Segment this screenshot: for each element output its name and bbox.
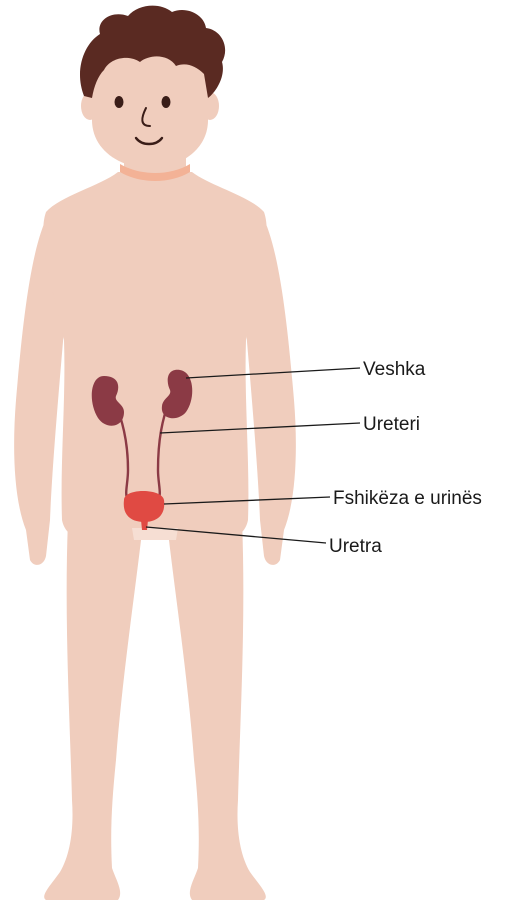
label-bladder: Fshikëza e urinës xyxy=(333,488,482,509)
label-ureter: Ureteri xyxy=(363,414,420,435)
eye-left xyxy=(115,96,124,108)
left-leg xyxy=(44,520,142,900)
label-kidney: Veshka xyxy=(363,359,426,380)
bladder-neck xyxy=(141,520,148,530)
right-leg xyxy=(168,520,266,900)
torso xyxy=(43,172,266,538)
face xyxy=(92,48,208,169)
bladder xyxy=(124,491,165,522)
human-figure xyxy=(14,6,296,900)
labels: Veshka Ureteri Fshikëza e urinës Uretra xyxy=(329,359,482,557)
label-urethra: Uretra xyxy=(329,536,382,557)
eye-right xyxy=(162,96,171,108)
